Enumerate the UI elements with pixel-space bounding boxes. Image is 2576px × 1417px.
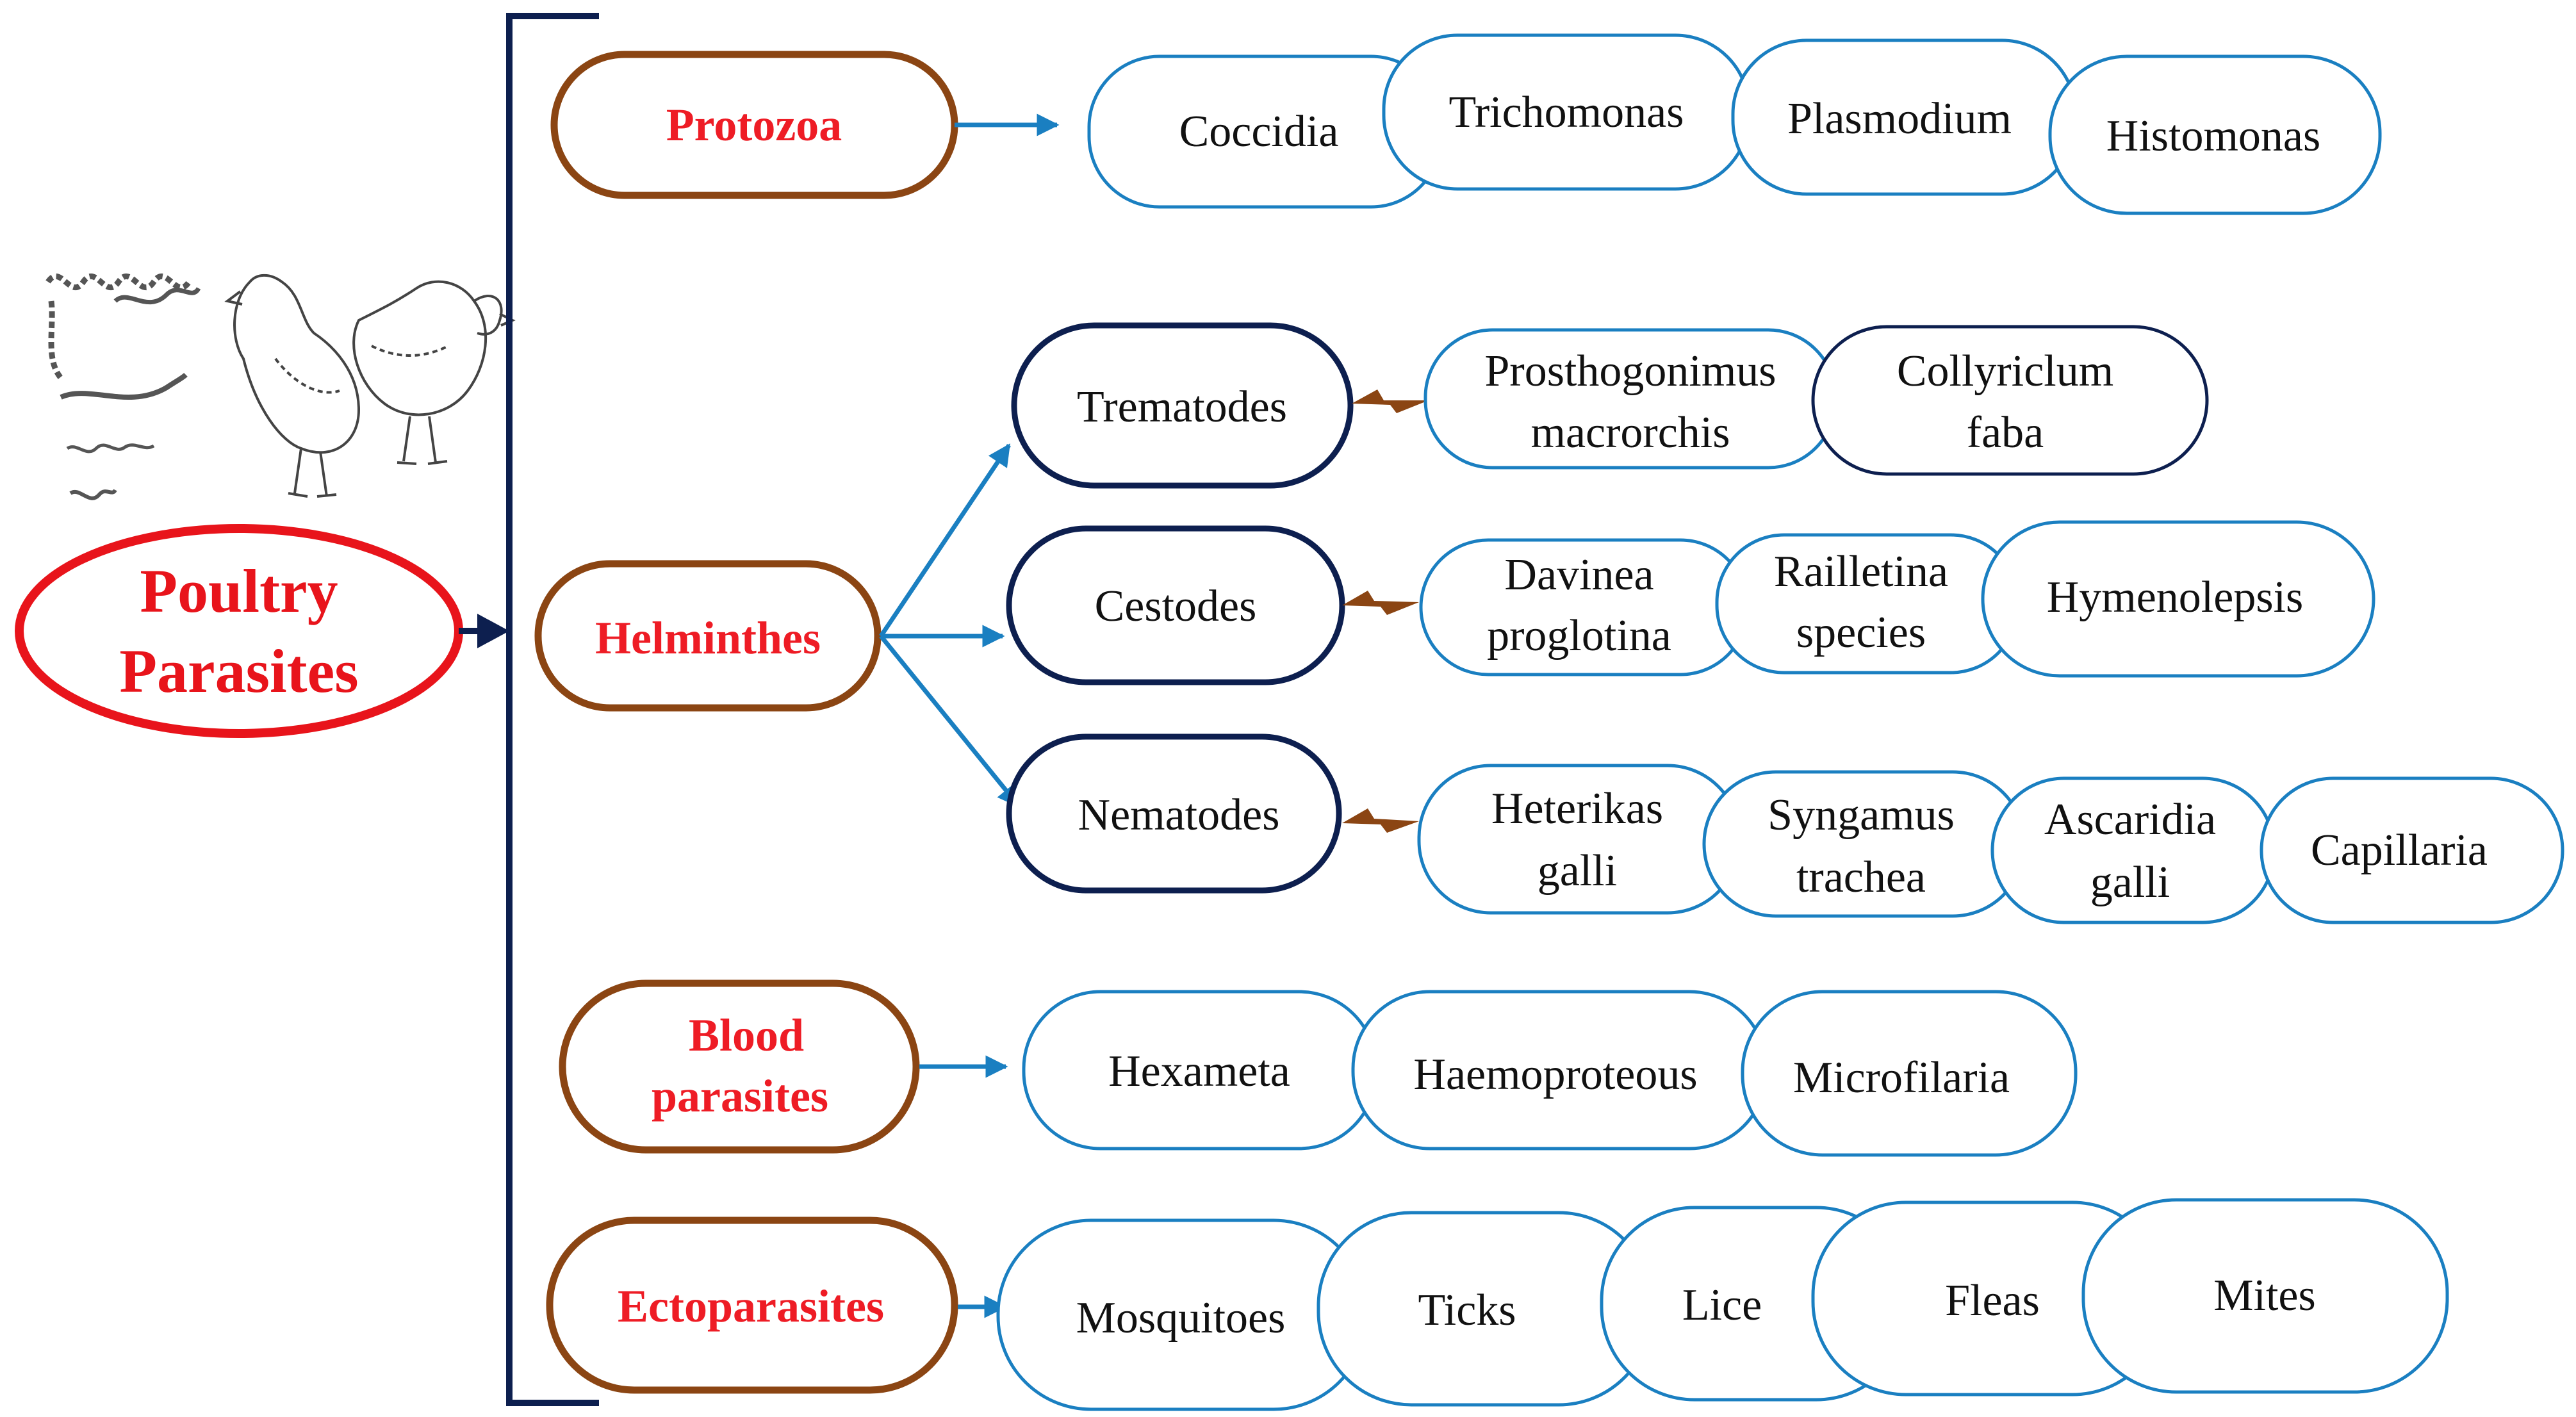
leaf-microfilaria-label: Microfilaria [1793, 1053, 2010, 1102]
leaf-histomonas: Histomonas [2048, 54, 2382, 215]
leaf-hymenolepsis-label: Hymenolepsis [2047, 573, 2304, 622]
subgroup-cestodes-label: Cestodes [1095, 582, 1257, 631]
category-ectoparasites: Ectoparasites [546, 1216, 958, 1394]
category-helminthes: Helminthes [534, 560, 882, 712]
subgroup-nematodes: Nematodes [1006, 733, 1342, 894]
category-bracket [506, 13, 599, 1406]
leaf-microfilaria: Microfilaria [1741, 990, 2078, 1157]
leaf-collyriclum: Collyriclum faba [1811, 325, 2209, 476]
lightning-trematodes [1352, 389, 1429, 413]
leaf-ticks: Ticks [1317, 1211, 1653, 1407]
leaf-syngamus-line-1: Syngamus [1768, 790, 1955, 840]
illustration [45, 274, 516, 500]
leaf-coccidia: Coccidia [1087, 54, 1443, 209]
protozoa-members: Coccidia Trichomonas Plasmodium Histomon… [1087, 33, 2382, 215]
leaf-collyriclum-line-1: Collyriclum [1897, 347, 2113, 396]
leaf-mites-label: Mites [2213, 1271, 2315, 1320]
leaf-railletina: Railletina species [1715, 533, 2020, 675]
leaf-fleas: Fleas [1811, 1200, 2167, 1397]
category-helminthes-label: Helminthes [595, 612, 821, 664]
trematodes-members: Prosthogonimus macrorchis Collyriclum fa… [1423, 325, 2209, 476]
root-arrow [459, 614, 509, 648]
leaf-hexameta-label: Hexameta [1108, 1047, 1290, 1096]
leaf-davinea-line-2: proglotina [1487, 611, 1671, 660]
leaf-hexameta: Hexameta [1022, 990, 1378, 1151]
leaf-hymenolepsis: Hymenolepsis [1981, 520, 2375, 678]
leaf-trichomonas-label: Trichomonas [1449, 88, 1684, 137]
arrow-nematodes [879, 634, 1021, 808]
leaf-lice-label: Lice [1682, 1281, 1762, 1330]
chickens-sketch-icon [224, 274, 516, 498]
leaf-heterikas: Heterikas galli [1417, 764, 1741, 915]
category-blood-label-line-1: Blood [689, 1010, 804, 1061]
subgroup-trematodes: Trematodes [1011, 322, 1354, 489]
leaf-prosthogonimus-line-1: Prosthogonimus [1484, 347, 1776, 396]
leaf-histomonas-label: Histomonas [2106, 111, 2320, 161]
leaf-collyriclum-line-2: faba [1967, 408, 2044, 457]
leaf-capillaria-label: Capillaria [2311, 826, 2488, 875]
leaf-plasmodium-label: Plasmodium [1787, 94, 2012, 143]
leaf-heterikas-line-2: galli [1538, 846, 1617, 896]
leaf-ascaridia: Ascaridia galli [1990, 776, 2276, 924]
leaf-fleas-label: Fleas [1945, 1276, 2040, 1325]
leaf-mosquitoes-label: Mosquitoes [1076, 1293, 1286, 1343]
leaf-mites: Mites [2081, 1198, 2449, 1394]
leaf-mosquitoes: Mosquitoes [996, 1218, 1368, 1411]
helminthes-branch-arrows [879, 443, 1021, 808]
nematodes-members: Heterikas galli Syngamus trachea Ascarid… [1417, 764, 2564, 924]
root-node: Poultry Parasites [15, 524, 463, 738]
ecto-members: Mosquitoes Ticks Lice Fleas Mites [996, 1198, 2449, 1411]
blood-members: Hexameta Haemoproteous Microfilaria [1022, 990, 2078, 1157]
category-blood-label-line-2: parasites [652, 1070, 828, 1122]
category-blood-parasites: Blood parasites [559, 979, 920, 1154]
leaf-railletina-line-2: species [1796, 608, 1926, 657]
leaf-davinea: Davinea proglotina [1419, 538, 1750, 676]
cestodes-members: Davinea proglotina Railletina species Hy… [1419, 520, 2375, 678]
root-title-line-1: Poultry [140, 557, 338, 625]
lightning-nematodes [1342, 808, 1419, 833]
arrow-trematodes [879, 443, 1011, 637]
leaf-davinea-line-1: Davinea [1504, 550, 1653, 600]
leaf-haemoproteous: Haemoproteous [1351, 990, 1768, 1151]
subgroup-cestodes: Cestodes [1006, 525, 1345, 685]
leaf-prosthogonimus-line-2: macrorchis [1531, 408, 1730, 457]
category-protozoa-label: Protozoa [666, 99, 842, 151]
leaf-ascaridia-line-1: Ascaridia [2044, 795, 2216, 844]
leaf-capillaria: Capillaria [2260, 776, 2564, 924]
leaf-haemoproteous-label: Haemoproteous [1413, 1050, 1697, 1099]
leaf-railletina-line-1: Railletina [1774, 547, 1948, 596]
leaf-syngamus: Syngamus trachea [1702, 770, 2026, 918]
leaf-plasmodium: Plasmodium [1731, 38, 2078, 196]
leaf-heterikas-line-1: Heterikas [1491, 784, 1663, 833]
lightning-cestodes [1342, 591, 1419, 615]
leaf-coccidia-label: Coccidia [1179, 107, 1339, 156]
leaf-ticks-label: Ticks [1418, 1286, 1516, 1335]
category-ectoparasites-label: Ectoparasites [618, 1281, 884, 1332]
worms-sketch-icon [45, 274, 201, 500]
leaf-syngamus-line-2: trachea [1796, 853, 1926, 902]
leaf-trichomonas: Trichomonas [1382, 33, 1751, 191]
subgroup-trematodes-label: Trematodes [1077, 382, 1287, 432]
subgroup-nematodes-label: Nematodes [1078, 790, 1280, 840]
category-protozoa: Protozoa [550, 51, 958, 199]
leaf-ascaridia-line-2: galli [2090, 858, 2170, 907]
leaf-prosthogonimus: Prosthogonimus macrorchis [1423, 328, 1837, 470]
root-title-line-2: Parasites [119, 637, 358, 705]
